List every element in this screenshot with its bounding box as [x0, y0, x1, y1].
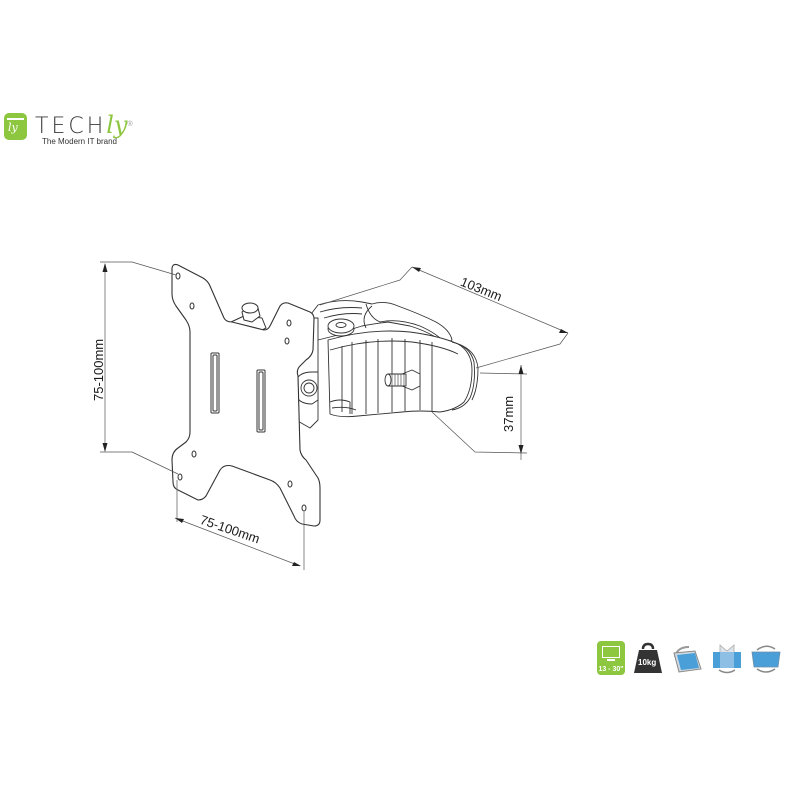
weight-label: 10kg: [638, 658, 657, 667]
screen-size-label: 13 - 30": [598, 666, 624, 673]
registered-mark: ®: [127, 121, 135, 128]
dimension-label-clamp-height: 37mm: [501, 395, 516, 432]
tilt-icon: [671, 641, 703, 675]
brand-tagline: The Modern IT brand: [42, 137, 118, 146]
dimension-label-vesa-height: 75-100mm: [91, 338, 106, 401]
rotate-icon: [749, 641, 781, 675]
clamp-body: [295, 300, 479, 429]
logo-badge-icon: ly: [4, 113, 27, 140]
dimension-lines: [100, 261, 569, 570]
swivel-icon: [710, 641, 742, 675]
brand-name-main: TECH: [35, 114, 107, 139]
techly-logo: ly TECHly® The Modern IT brand: [4, 113, 164, 153]
weight-icon: 10kg: [632, 641, 664, 675]
brand-name-accent: ly: [106, 111, 128, 139]
screen-size-icon: 13 - 30": [597, 641, 625, 675]
vesa-plate: [171, 263, 321, 527]
feature-icons: 13 - 30" 10kg: [597, 640, 781, 676]
brand-name: TECHly®: [35, 113, 135, 139]
